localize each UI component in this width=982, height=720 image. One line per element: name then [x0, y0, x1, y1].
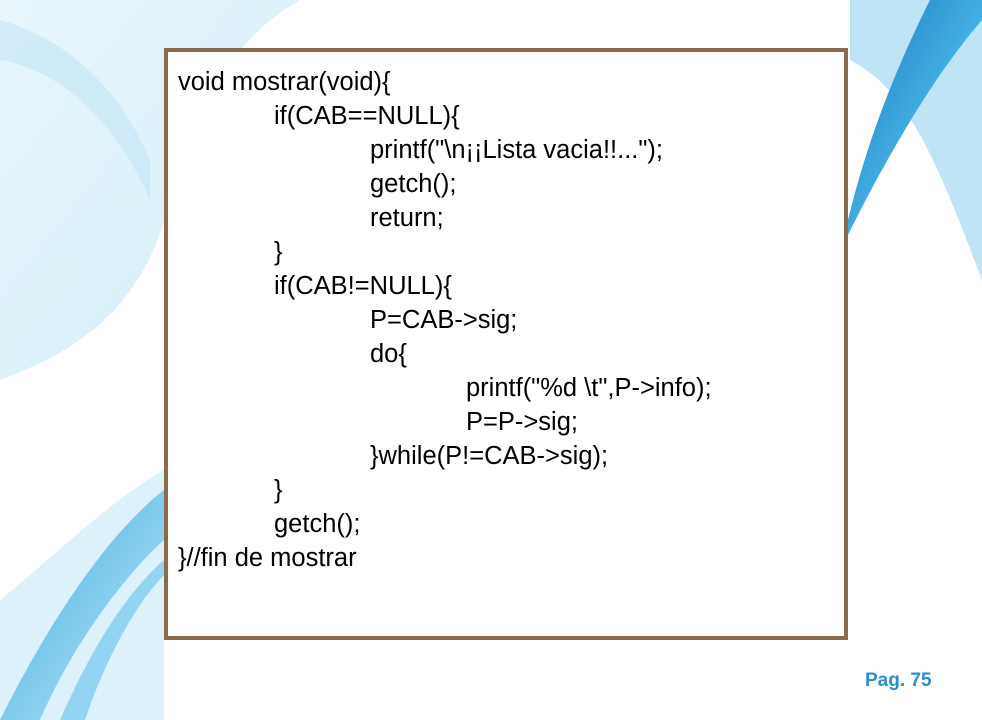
code-line: if(CAB==NULL){	[274, 102, 460, 130]
code-line: if(CAB!=NULL){	[274, 272, 452, 300]
code-line: printf("\n¡¡Lista vacia!!...");	[370, 136, 664, 164]
top-left-swoosh-highlight	[0, 20, 150, 200]
right-swoosh-shadow	[850, 0, 982, 280]
code-line: P=CAB->sig;	[370, 306, 518, 334]
code-line: do{	[370, 340, 407, 368]
code-line: }	[274, 238, 283, 266]
bottom-left-swoosh	[0, 490, 164, 720]
code-line: void mostrar(void){	[178, 68, 391, 96]
code-line: }while(P!=CAB->sig);	[370, 442, 609, 470]
code-line: printf("%d \t",P->info);	[466, 374, 712, 402]
code-frame: void mostrar(void){ if(CAB==NULL){ print…	[164, 48, 848, 640]
bottom-left-swoosh-thin	[60, 560, 164, 720]
code-line: }	[274, 476, 283, 504]
right-swoosh	[848, 0, 982, 235]
code-line: return;	[370, 204, 444, 232]
code-line: }//fin de mostrar	[178, 544, 357, 572]
code-line: getch();	[274, 510, 361, 538]
code-line: P=P->sig;	[466, 408, 578, 436]
page-number: Pag. 75	[865, 670, 932, 691]
code-line: getch();	[370, 170, 457, 198]
